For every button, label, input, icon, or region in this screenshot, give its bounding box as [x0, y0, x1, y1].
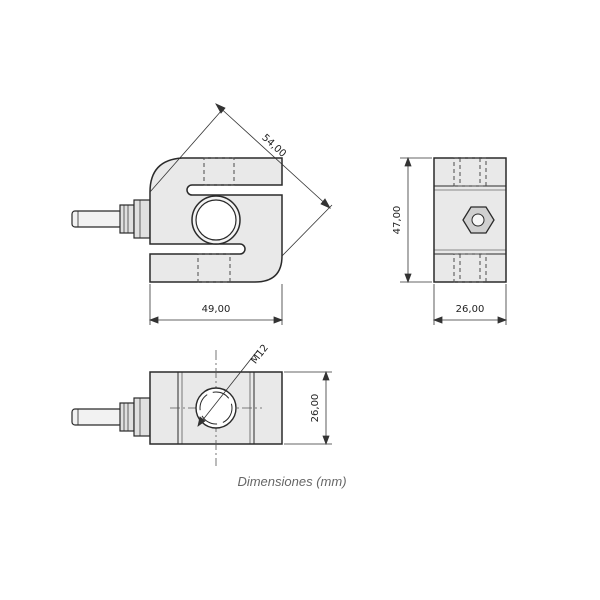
dimension-front-width-label: 49,00 [202, 304, 231, 315]
thread-leader [197, 349, 259, 427]
dimension-side-width [432, 284, 508, 325]
side-hidden-holes [453, 157, 487, 283]
hex-nut-icon [462, 206, 495, 234]
side-view: 47,00 26,00 [392, 156, 508, 325]
front-cable [71, 210, 123, 228]
bottom-cable-gland [119, 397, 151, 437]
caption: Dimensiones (mm) [237, 474, 346, 489]
threaded-bore-icon [195, 387, 237, 429]
thread-label: M12 [249, 343, 271, 367]
dimension-side-height [400, 156, 432, 284]
dimension-side-width-label: 26,00 [456, 304, 485, 315]
dimension-side-height-label: 47,00 [392, 206, 403, 235]
dimension-bottom-height-label: 26,00 [310, 394, 321, 423]
front-central-bore [191, 195, 241, 245]
front-view: 54,00 49,00 [71, 103, 333, 325]
bottom-view: M12 26,00 [71, 343, 332, 466]
bottom-cable [71, 408, 123, 426]
front-hidden-holes [197, 157, 235, 283]
dimension-front-width [148, 284, 284, 325]
front-cable-gland [119, 199, 151, 239]
dimension-bottom-height [284, 370, 332, 446]
dimension-diagonal [149, 103, 333, 257]
dimension-diagonal-label: 54,00 [259, 132, 288, 159]
